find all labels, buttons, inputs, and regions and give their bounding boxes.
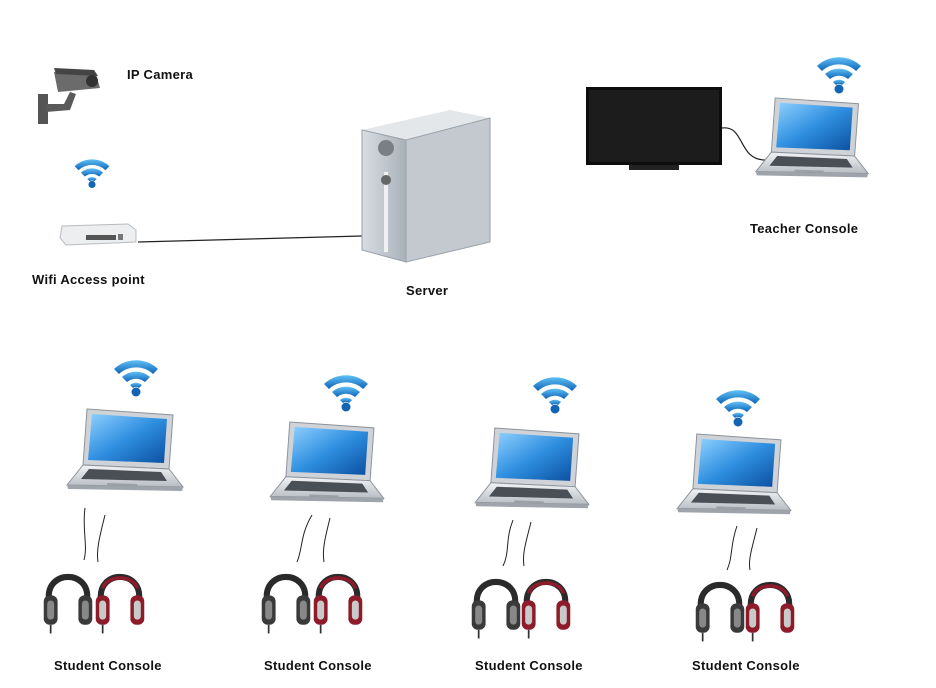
- student-console-label: Student Console: [264, 658, 372, 673]
- tv-monitor-icon: [586, 87, 722, 170]
- student-console-label: Student Console: [692, 658, 800, 673]
- headphones-black-icon: [42, 555, 94, 640]
- headphones-black-icon: [694, 563, 746, 648]
- laptop-icon: [473, 426, 591, 519]
- tv-laptop-cable: [721, 127, 766, 161]
- teacher-laptop-icon: [753, 96, 871, 188]
- teacher-console-label: Teacher Console: [750, 221, 859, 236]
- wifi-icon: [714, 383, 762, 427]
- headphones-black-icon: [260, 555, 312, 640]
- headphones-red-icon: [312, 555, 364, 640]
- laptop-icon: [268, 420, 386, 513]
- laptop-icon: [65, 407, 185, 502]
- server-label: Server: [406, 283, 449, 298]
- headphones-red-icon: [744, 563, 796, 648]
- laptop-icon: [675, 432, 793, 525]
- wifi-icon: [815, 50, 863, 94]
- headphones-red-icon: [520, 560, 572, 645]
- headphone-cables: [83, 507, 758, 571]
- wifi-icon: [73, 152, 111, 190]
- student-console-label: Student Console: [54, 658, 162, 673]
- wifi-icon: [112, 353, 160, 397]
- ap-server-cable: [137, 235, 363, 243]
- headphones-red-icon: [94, 555, 146, 640]
- wifi-access-point-label: Wifi Access point: [32, 272, 145, 287]
- ip-camera-icon: [38, 68, 100, 124]
- wifi-icon: [322, 368, 370, 412]
- headphones-black-icon: [470, 560, 522, 645]
- wifi-access-point-icon: [59, 223, 137, 246]
- student-console-label: Student Console: [475, 658, 583, 673]
- wifi-icon: [531, 370, 579, 414]
- server-icon: [361, 110, 491, 263]
- ip-camera-label: IP Camera: [127, 67, 194, 82]
